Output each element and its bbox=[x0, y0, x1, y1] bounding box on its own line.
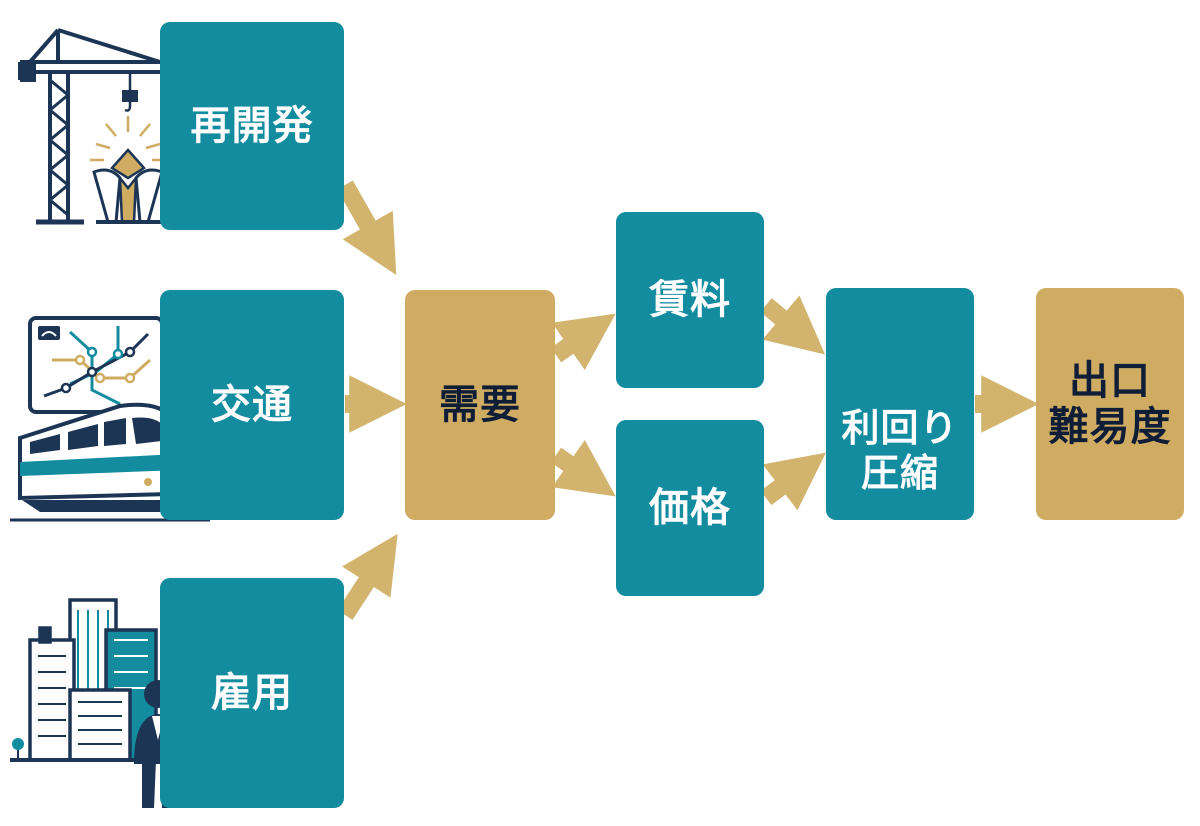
exit-difficulty-box: 出口 難易度 bbox=[1036, 288, 1184, 520]
arrow-demand-to-rent bbox=[550, 313, 616, 371]
rent-label: 賃料 bbox=[649, 277, 731, 323]
arrow-demand-to-price bbox=[550, 439, 616, 497]
transport-label: 交通 bbox=[211, 382, 293, 428]
arrow-rent-to-yield bbox=[760, 295, 826, 355]
arrow-redevelopment-to-demand bbox=[337, 180, 397, 276]
yield-compression-box: 利回り 圧縮 bbox=[826, 288, 974, 520]
employment-label: 雇用 bbox=[211, 670, 293, 716]
redevelopment-box: 再開発 bbox=[160, 22, 344, 230]
crane-with-building-icon bbox=[18, 28, 164, 225]
employment-box: 雇用 bbox=[160, 578, 344, 808]
price-box: 価格 bbox=[616, 420, 764, 596]
transport-box: 交通 bbox=[160, 290, 344, 520]
exit-difficulty-label: 出口 難易度 bbox=[1048, 358, 1172, 450]
redevelopment-label: 再開発 bbox=[190, 103, 314, 149]
rent-box: 賃料 bbox=[616, 212, 764, 388]
demand-label: 需要 bbox=[439, 382, 521, 428]
arrow-price-to-yield bbox=[760, 452, 826, 511]
arrow-employment-to-demand bbox=[337, 533, 398, 620]
price-label: 価格 bbox=[649, 485, 731, 531]
demand-box: 需要 bbox=[405, 290, 555, 520]
yield-compression-label: 利回り 圧縮 bbox=[841, 406, 959, 495]
